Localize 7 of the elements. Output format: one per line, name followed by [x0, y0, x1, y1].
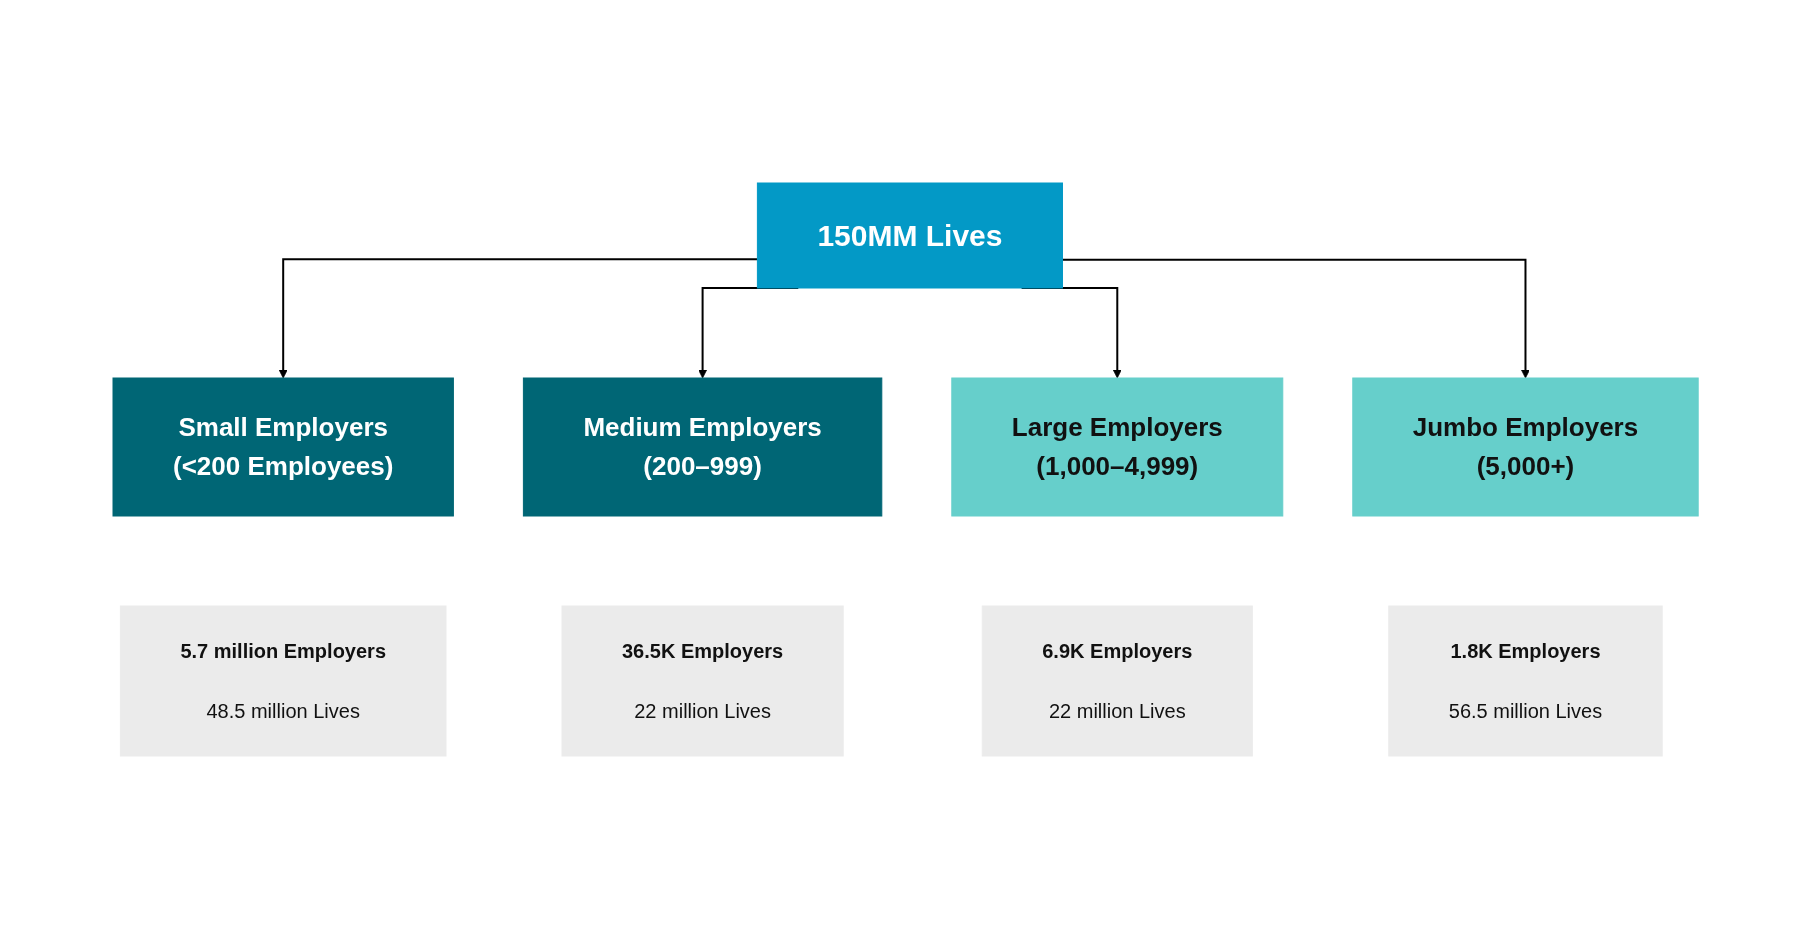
node-box: Large Employers (1,000–4,999) — [951, 377, 1284, 517]
arrow — [279, 258, 759, 379]
arrow — [1061, 258, 1531, 379]
node-box: Jumbo Employers (5,000+) — [1352, 377, 1700, 517]
node-box: 150MM Lives — [757, 182, 1064, 289]
node-box: Medium Employers (200–999) — [523, 377, 883, 517]
node-box: Small Employers (<200 Employees) — [112, 377, 455, 517]
